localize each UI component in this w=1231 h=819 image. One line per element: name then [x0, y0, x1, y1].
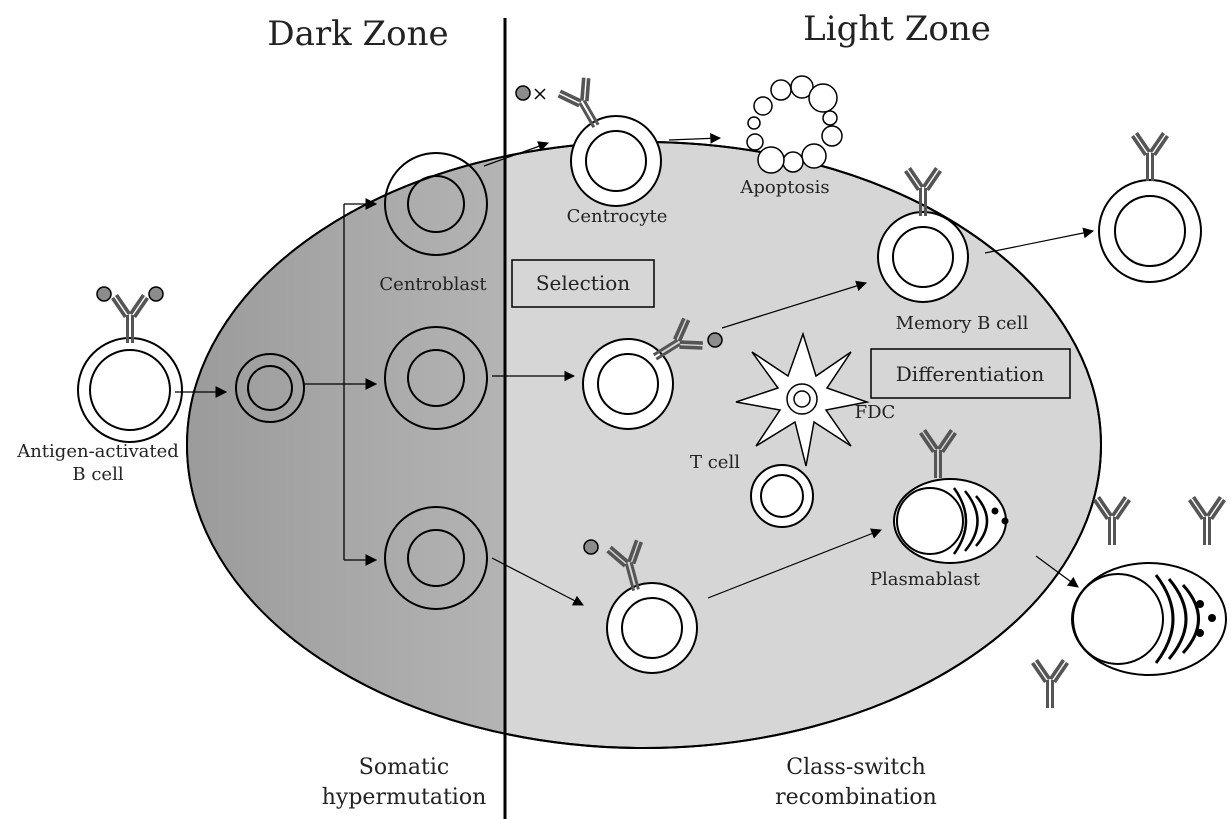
memory-b-cell — [878, 167, 968, 302]
light-zone-title: Light Zone — [803, 9, 991, 49]
plasma-cell — [1072, 563, 1226, 675]
antigen-activated-label: Antigen-activated — [16, 441, 179, 462]
somatic-label: Somatic — [359, 755, 450, 780]
plasmablast-label: Plasmablast — [870, 569, 981, 590]
dark-zone-title: Dark Zone — [267, 14, 448, 54]
arrow — [985, 231, 1093, 253]
selection-label: Selection — [536, 271, 630, 295]
hypermutation-label: hypermutation — [322, 785, 487, 810]
t-cell-label: T cell — [690, 452, 740, 473]
free-antibody — [1188, 496, 1226, 545]
fdc-label: FDC — [855, 402, 896, 423]
antigen-dot — [149, 287, 163, 301]
b-cell-label: B cell — [72, 464, 123, 485]
recombination-label: recombination — [775, 785, 937, 810]
class-switch-label: Class-switch — [786, 755, 926, 780]
differentiation-label: Differentiation — [896, 362, 1045, 386]
antigen-dot — [97, 287, 111, 301]
antigen-dot — [584, 540, 598, 554]
apoptosis-label: Apoptosis — [739, 177, 829, 198]
free-antibody — [1031, 659, 1069, 708]
memory-b-cell-label: Memory B cell — [896, 313, 1029, 334]
arrow — [669, 138, 720, 140]
t-cell — [751, 465, 813, 527]
centrocyte-label: Centrocyte — [567, 206, 668, 227]
apoptotic-cell — [747, 76, 842, 173]
free-antibody — [1093, 496, 1131, 545]
memory-b-cell-exiting — [1099, 132, 1201, 282]
antigen-dot — [516, 86, 530, 100]
centroblast-label: Centroblast — [379, 274, 487, 295]
antigen-activated-b-cell — [78, 287, 182, 442]
antigen-dot — [708, 333, 722, 347]
no-binding-cross — [535, 89, 545, 99]
